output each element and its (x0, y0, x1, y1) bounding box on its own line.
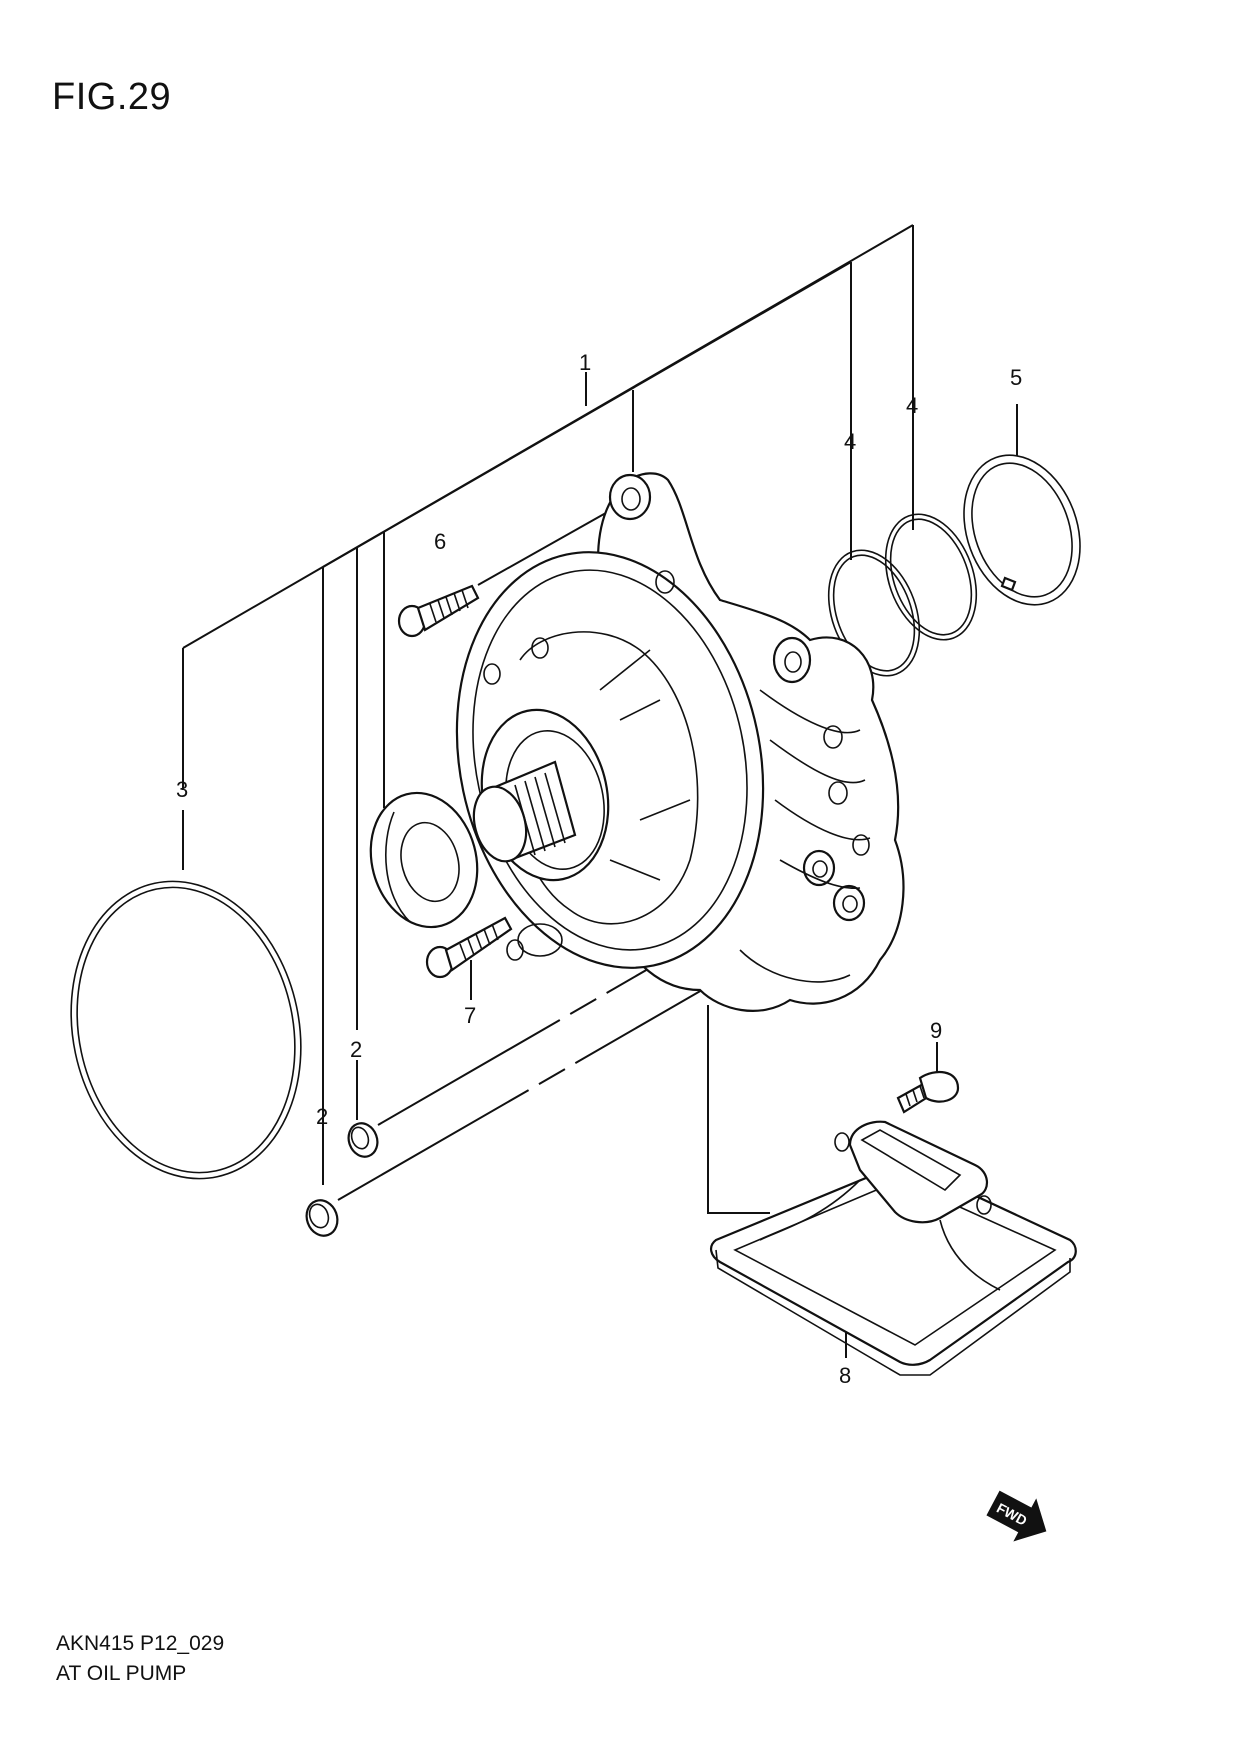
o-ring-large (70, 880, 302, 1180)
forward-arrow-icon: FWD (986, 1490, 1047, 1542)
snap-ring (963, 454, 1081, 606)
callout-2-upper: 2 (350, 1037, 362, 1062)
callout-labels: 1 2 2 3 4 4 5 6 7 8 9 (176, 350, 1022, 1388)
oil-pump-housing (455, 472, 905, 1012)
callout-4-rear: 4 (906, 393, 918, 418)
small-seal-lower (305, 1199, 339, 1237)
bolt-small (896, 1070, 960, 1114)
callout-3: 3 (176, 777, 188, 802)
bolt-lower (425, 916, 513, 979)
figure-name: AT OIL PUMP (56, 1662, 187, 1685)
seal-ring-front (827, 549, 921, 677)
leader-lines (182, 224, 1018, 1358)
figure-code: AKN415 P12_029 (56, 1632, 225, 1655)
callout-5: 5 (1010, 365, 1022, 390)
small-seal-upper (347, 1122, 379, 1158)
callout-7: 7 (464, 1003, 476, 1028)
oil-strainer (710, 1120, 1077, 1376)
figure-title: FIG.29 (52, 76, 172, 118)
oil-seal (369, 791, 479, 929)
callout-9: 9 (930, 1018, 942, 1043)
callout-8: 8 (839, 1363, 851, 1388)
bolt-upper (397, 584, 480, 638)
callout-1: 1 (579, 350, 591, 375)
callout-4-front: 4 (844, 429, 856, 454)
callout-6: 6 (434, 529, 446, 554)
callout-2-lower: 2 (316, 1104, 328, 1129)
seal-ring-rear (884, 513, 978, 641)
